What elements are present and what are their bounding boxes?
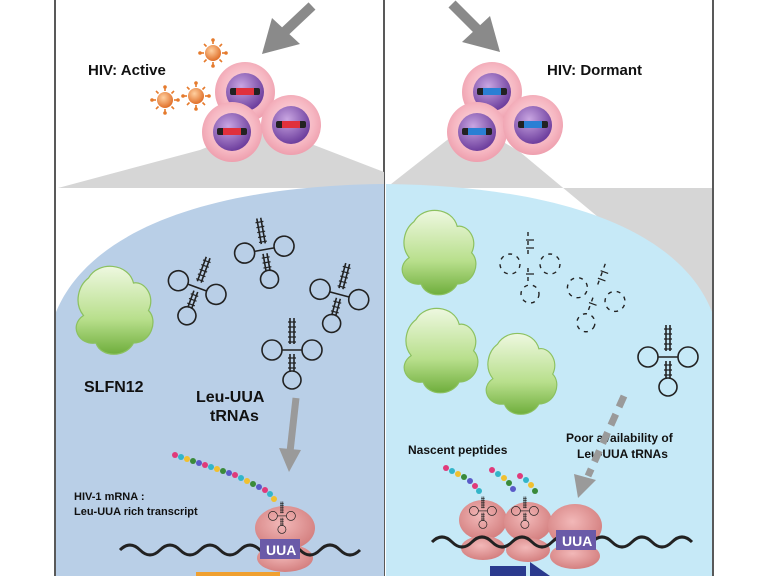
infected-cell-icon	[261, 95, 321, 155]
virus-icon	[197, 37, 229, 69]
codon-box	[260, 539, 300, 559]
active-title: HIV: Active	[88, 62, 166, 79]
arrowhead-icon	[279, 448, 301, 472]
availability-label-line1: Poor availability of	[566, 431, 674, 445]
arrowhead-icon	[262, 18, 300, 54]
active-cell-interior	[56, 184, 384, 576]
arrowhead-icon	[530, 562, 550, 576]
translation-arrow	[196, 572, 280, 576]
peptide-chain	[172, 452, 277, 502]
arrowhead-icon	[462, 16, 500, 52]
peptide-chain	[443, 465, 538, 494]
ribosome-icon	[459, 500, 507, 560]
mrna-label-line2: Leu-UUA rich transcript	[74, 506, 198, 518]
active-panel: HIV: Active SLFN12 Leu-UUA tRNAs HIV-1 m…	[56, 2, 384, 576]
zoom-cone-dormant	[386, 122, 712, 312]
codon-label: UUA	[266, 542, 296, 558]
infected-cell-icon	[215, 62, 275, 122]
translation-arrow	[490, 566, 526, 576]
codon-box	[556, 530, 596, 550]
infected-cell-icon	[462, 62, 522, 122]
mrna-label-line1: HIV-1 mRNA :	[74, 491, 145, 503]
mrna-strand	[118, 543, 362, 557]
trna-label-line2: tRNAs	[210, 408, 259, 425]
infected-cell-icon	[503, 95, 563, 155]
dormant-title: HIV: Dormant	[547, 62, 642, 79]
dashed-arrow-icon	[584, 394, 628, 478]
infected-cell-icon	[447, 102, 507, 162]
dormant-panel: HIV: Dormant Nascent peptides Poor avail…	[386, 0, 712, 576]
trna-label-line1: Leu-UUA	[196, 389, 265, 406]
availability-label-line2: Leu-UUA tRNAs	[577, 447, 668, 461]
virus-icon	[149, 84, 181, 116]
arrow-icon	[286, 397, 300, 453]
nascent-peptides-label: Nascent peptides	[408, 443, 508, 457]
infected-cell-icon	[202, 102, 262, 162]
virus-icon	[180, 80, 212, 112]
slfn12-label: SLFN12	[84, 379, 144, 396]
codon-label: UUA	[562, 533, 592, 549]
arrowhead-icon	[574, 474, 596, 498]
